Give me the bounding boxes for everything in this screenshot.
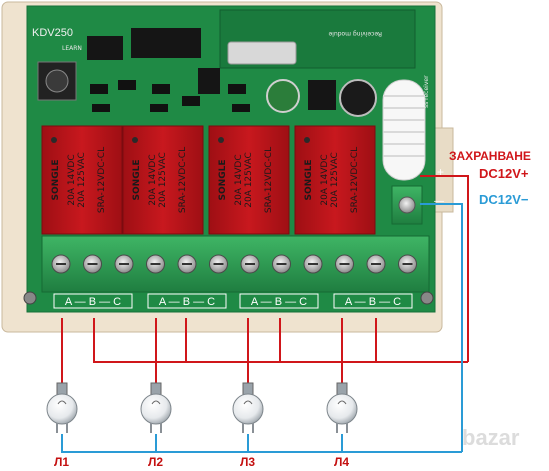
relay-model: SRA-12VDC-CL bbox=[97, 147, 107, 213]
lamp-base-icon bbox=[336, 382, 348, 396]
relay-model: SRA-12VDC-CL bbox=[264, 147, 274, 213]
light-bulb-icon bbox=[326, 393, 358, 425]
lamp-label: Л3 bbox=[240, 455, 255, 469]
terminal-group-frame bbox=[53, 293, 133, 309]
board-minus-symbol: — bbox=[434, 196, 444, 207]
relay-marker-icon bbox=[218, 137, 224, 143]
power-title: ЗАХРАНВАНЕ bbox=[449, 149, 531, 163]
relay-body bbox=[294, 125, 376, 235]
watermark-text: bazar bbox=[462, 425, 520, 450]
ic-chip bbox=[131, 28, 201, 58]
light-bulb-icon bbox=[232, 393, 264, 425]
relay-body bbox=[122, 125, 204, 235]
terminal-group-frame bbox=[333, 293, 413, 309]
mounting-hole bbox=[23, 291, 37, 305]
terminal-group-frame bbox=[239, 293, 319, 309]
terminal-screws bbox=[51, 254, 417, 274]
power-plus-label: DC12V+ bbox=[479, 166, 529, 181]
blue-supply-wire bbox=[420, 203, 463, 452]
terminal-group-label: A — B — C bbox=[159, 296, 215, 308]
terminal-group-label: A — B — C bbox=[251, 296, 307, 308]
lamp-base-icon bbox=[56, 382, 68, 396]
module-label: Receiving module bbox=[328, 30, 382, 37]
terminal-group-frame bbox=[147, 293, 227, 309]
lamp-label: Л4 bbox=[334, 455, 349, 469]
relay-marker-icon bbox=[304, 137, 310, 143]
lamp: Л2 bbox=[140, 382, 172, 469]
filament-icon bbox=[337, 400, 347, 405]
wiring bbox=[61, 175, 469, 453]
capacitor bbox=[266, 79, 300, 113]
mounting-hole bbox=[420, 291, 434, 305]
antenna-coil bbox=[382, 79, 426, 181]
power-terminal-screw bbox=[398, 196, 416, 214]
lamp-base-icon bbox=[242, 382, 254, 396]
lamp-neck-icon bbox=[150, 423, 162, 433]
terminal-group-label: A — B — C bbox=[345, 296, 401, 308]
receiver-label: ss receiver bbox=[423, 75, 430, 108]
terminal-strip bbox=[41, 235, 430, 293]
crystal-component bbox=[227, 41, 297, 65]
relay-rating: 20A 14VDC bbox=[320, 154, 330, 205]
voltage-regulator bbox=[308, 80, 336, 110]
relay-brand: SONGLE bbox=[304, 160, 314, 201]
relay-rating: 20A 125VAC bbox=[158, 152, 168, 208]
board-plus-symbol: + bbox=[437, 165, 444, 179]
relay-brand: SONGLE bbox=[218, 160, 228, 201]
relay-rating: 20A 125VAC bbox=[330, 152, 340, 208]
lamp-neck-icon bbox=[56, 423, 68, 433]
blue-return-wire bbox=[61, 434, 462, 453]
relay-rating: 20A 14VDC bbox=[234, 154, 244, 205]
relay-rating: 20A 14VDC bbox=[148, 154, 158, 205]
red-bus-wire bbox=[93, 318, 468, 363]
lamp-base-icon bbox=[150, 382, 162, 396]
filament-icon bbox=[57, 400, 67, 405]
relay-marker-icon bbox=[51, 137, 57, 143]
relay-model: SRA-12VDC-CL bbox=[350, 147, 360, 213]
brand-label: KDV250 bbox=[32, 27, 73, 39]
power-minus-label: DC12V− bbox=[479, 192, 529, 207]
relay-marker-icon bbox=[132, 137, 138, 143]
relay-model: SRA-12VDC-CL bbox=[178, 147, 188, 213]
relay-rating: 20A 125VAC bbox=[244, 152, 254, 208]
lamp-label: Л2 bbox=[148, 455, 163, 469]
lamp: Л3 bbox=[232, 382, 264, 469]
relay-brand: SONGLE bbox=[132, 160, 142, 201]
ic-chip bbox=[87, 36, 123, 60]
capacitor bbox=[339, 79, 377, 117]
lamp-label: Л1 bbox=[54, 455, 69, 469]
relay-brand: SONGLE bbox=[51, 160, 61, 201]
lamp-neck-icon bbox=[336, 423, 348, 433]
learn-button-cap bbox=[45, 69, 69, 93]
filament-icon bbox=[243, 400, 253, 405]
learn-label: LEARN bbox=[62, 45, 82, 52]
light-bulb-icon bbox=[46, 393, 78, 425]
lamp-row: Л1 Л2 Л3 Л4 bbox=[46, 382, 358, 469]
lamp: Л4 bbox=[326, 382, 358, 469]
terminal-labels: A — B — C A — B — C A — B — C A — B — C bbox=[53, 293, 413, 309]
ic-chip bbox=[198, 68, 220, 94]
relay-rating: 20A 125VAC bbox=[77, 152, 87, 208]
relay-rating: 20A 14VDC bbox=[67, 154, 77, 205]
smd-components bbox=[90, 80, 250, 112]
lamp: Л1 bbox=[46, 382, 78, 469]
light-bulb-icon bbox=[140, 393, 172, 425]
filament-icon bbox=[151, 400, 161, 405]
relay-body bbox=[41, 125, 123, 235]
terminal-group-label: A — B — C bbox=[65, 296, 121, 308]
red-supply-wire bbox=[420, 175, 469, 362]
relay-body bbox=[208, 125, 290, 235]
lamp-neck-icon bbox=[242, 423, 254, 433]
